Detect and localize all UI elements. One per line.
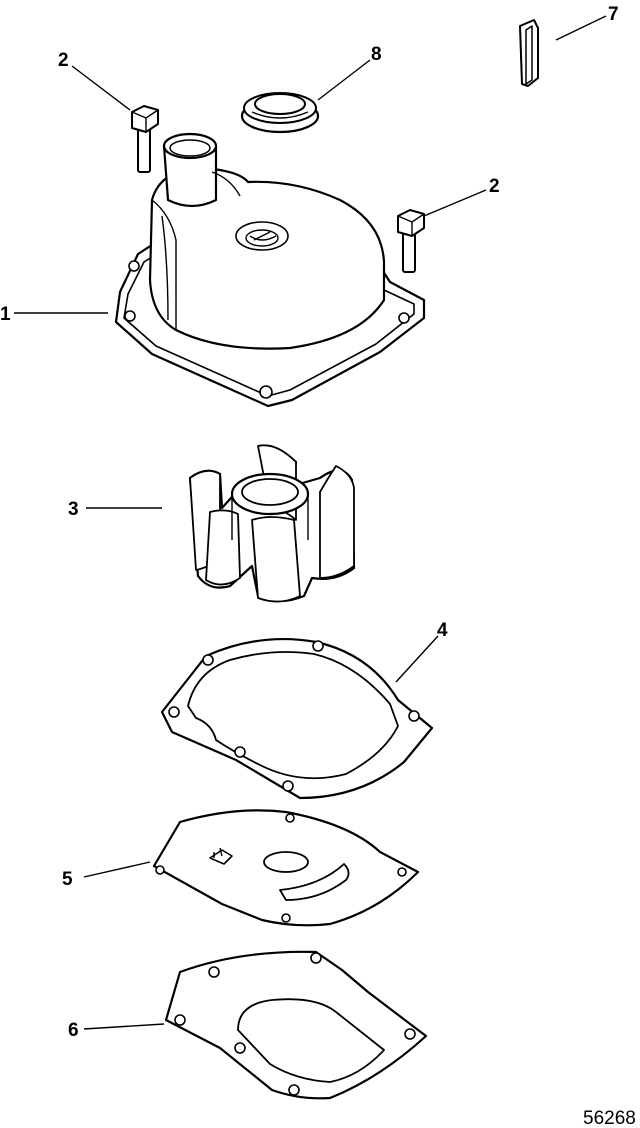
leader-7 xyxy=(555,15,607,41)
leader-8 xyxy=(317,59,371,101)
part-7-key xyxy=(519,19,539,87)
callout-2-right: 2 xyxy=(489,176,500,197)
leader-2-upper xyxy=(71,65,131,111)
leader-6 xyxy=(83,1023,165,1030)
part-4-gasket xyxy=(160,637,434,800)
callout-8: 8 xyxy=(371,44,382,65)
callout-6: 6 xyxy=(68,1020,79,1041)
part-8-seal xyxy=(240,92,320,134)
part-2-screw-upper xyxy=(131,105,159,173)
callouts: 1 2 2 3 4 5 6 7 8 xyxy=(0,4,619,1041)
callout-2-upper: 2 xyxy=(58,50,69,71)
callout-7: 7 xyxy=(608,4,619,25)
figure-number: 56268 xyxy=(583,1108,636,1128)
part-6-gasket xyxy=(164,950,428,1100)
part-1-pump-housing xyxy=(114,132,426,408)
part-3-impeller xyxy=(188,444,356,603)
part-5-face-plate xyxy=(152,809,420,927)
leader-lines xyxy=(14,15,607,1030)
leader-5 xyxy=(83,861,151,878)
leader-2-right xyxy=(423,189,487,217)
callout-3: 3 xyxy=(68,499,79,520)
part-2-screw-right xyxy=(397,209,425,273)
callout-1: 1 xyxy=(0,304,11,325)
leader-4 xyxy=(395,635,439,683)
callout-4: 4 xyxy=(437,620,448,641)
callout-5: 5 xyxy=(62,869,73,890)
